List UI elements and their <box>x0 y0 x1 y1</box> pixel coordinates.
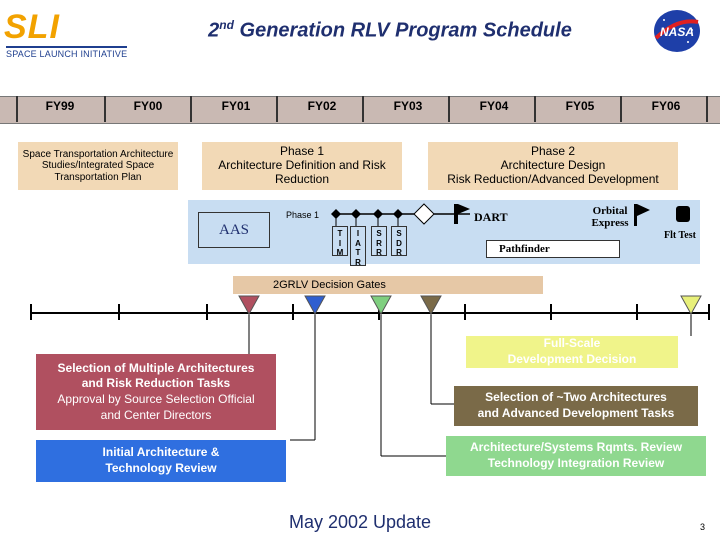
fy-divider <box>104 96 106 122</box>
gates-timeline <box>30 312 710 314</box>
timeline-tick <box>206 304 208 320</box>
milestone-diamond <box>373 209 383 219</box>
gate-box-initial-review: Initial Architecture & Technology Review <box>36 440 286 482</box>
timeline-tick <box>292 304 294 320</box>
sli-logo: SLI SPACE LAUNCH INITIATIVE <box>4 8 128 60</box>
timeline-tick <box>550 304 552 320</box>
fy-divider <box>534 96 536 122</box>
fy-label: FY01 <box>221 99 251 113</box>
gate-triangle <box>420 295 442 316</box>
launch-flag-icon <box>454 204 458 224</box>
update-date: May 2002 Update <box>288 512 432 532</box>
fy-label: FY00 <box>133 99 163 113</box>
fy-label: FY02 <box>307 99 337 113</box>
gate-box-multiple-architectures: Selection of Multiple Architectures and … <box>36 354 276 430</box>
sli-logo-subtitle: SPACE LAUNCH INITIATIVE <box>6 46 128 59</box>
fy-divider <box>16 96 18 122</box>
page-number: 3 <box>700 522 706 532</box>
timeline-tick <box>636 304 638 320</box>
page-title: 2nd Generation RLV Program Schedule <box>208 18 572 42</box>
fy-divider <box>448 96 450 122</box>
dart-label: DART <box>474 210 508 224</box>
fy-divider <box>620 96 622 122</box>
fiscal-year-bar <box>0 96 720 124</box>
fy-label: FY04 <box>479 99 509 113</box>
gate-box-systems-review: Architecture/Systems Rqmts. Review Techn… <box>446 436 706 476</box>
launch-flag-icon <box>634 204 637 226</box>
phase1-activity-label: Phase 1 <box>286 210 320 220</box>
gate-triangle <box>304 295 326 316</box>
milestone-diamond <box>393 209 403 219</box>
milestone-diamond <box>351 209 361 219</box>
fy-divider <box>190 96 192 122</box>
nasa-logo: NASA <box>652 8 702 54</box>
pre-phase-box: Space Transportation Architecture Studie… <box>18 142 178 190</box>
vehicle-icon <box>676 206 690 222</box>
fy-divider <box>276 96 278 122</box>
timeline-tick <box>30 304 32 320</box>
fy-divider <box>362 96 364 122</box>
nasa-logo-text: NASA <box>660 25 694 39</box>
gate-box-two-architectures: Selection of ~Two Architectures and Adva… <box>454 386 698 426</box>
fy-divider <box>706 96 708 122</box>
fy-label: FY99 <box>45 99 75 113</box>
pathfinder-box: Pathfinder <box>486 240 620 258</box>
timeline-tick <box>378 304 380 320</box>
fy-label: FY06 <box>651 99 681 113</box>
timeline-tick <box>464 304 466 320</box>
milestone-diamond <box>331 209 341 219</box>
orbital-express-label: Orbital Express <box>591 205 629 229</box>
phase1-box: Phase 1 Architecture Definition and Risk… <box>202 142 402 190</box>
timeline-tick <box>708 304 710 320</box>
fy-label: FY05 <box>565 99 595 113</box>
gate-box-full-scale: Full-Scale Development Decision <box>466 336 678 368</box>
sli-logo-text: SLI <box>4 8 60 46</box>
flt-test-label: Flt Test <box>664 230 696 241</box>
activity-connectors <box>331 203 690 226</box>
decision-gates-bar: 2GRLV Decision Gates <box>233 276 543 294</box>
gate-triangle <box>680 295 702 316</box>
milestone-diamond-open <box>413 203 435 225</box>
timeline-tick <box>118 304 120 320</box>
aas-box: AAS <box>198 212 270 248</box>
fy-label: FY03 <box>393 99 423 113</box>
gate-triangle <box>370 295 392 316</box>
phase2-box: Phase 2 Architecture Design Risk Reducti… <box>428 142 678 190</box>
gate-triangle <box>238 295 260 316</box>
